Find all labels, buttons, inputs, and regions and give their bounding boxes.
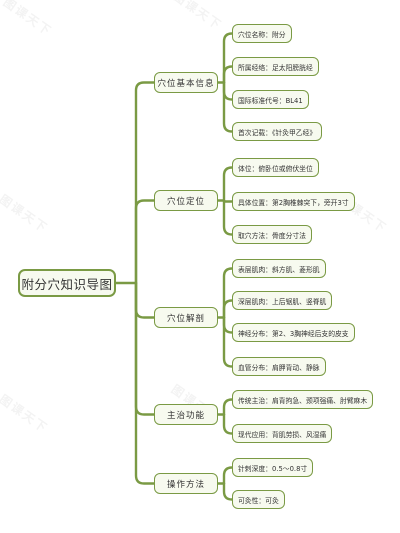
leaf-posture[interactable]: 体位：俯卧位或俯伏坐位 [232, 158, 319, 177]
leaf-connector [222, 413, 234, 435]
category-indications[interactable]: 主治功能 [154, 404, 218, 425]
category-basic-info[interactable]: 穴位基本信息 [154, 72, 218, 93]
branch-connector [134, 281, 156, 319]
root-node[interactable]: 附分穴知识导图 [18, 269, 116, 297]
branch-connector [134, 281, 156, 485]
leaf-connector [222, 398, 234, 416]
leaf-connector [222, 65, 234, 84]
leaf-connector [222, 267, 234, 319]
category-anatomy[interactable]: 穴位解剖 [154, 307, 218, 328]
leaf-meridian[interactable]: 所属经络：足太阳膀胱经 [232, 57, 319, 76]
leaf-acupoint-name[interactable]: 穴位名称：附分 [232, 24, 292, 43]
leaf-nerve-distribution[interactable]: 神经分布：第2、3胸神经后支的皮支 [232, 323, 355, 342]
category-location[interactable]: 穴位定位 [154, 190, 218, 211]
leaf-modern-applications[interactable]: 现代应用：背肌劳损、风湿痛 [232, 424, 333, 443]
leaf-moxibustion[interactable]: 可灸性：可灸 [232, 490, 285, 509]
leaf-connector [222, 466, 234, 485]
leaf-deep-muscles[interactable]: 深层肌肉：上后锯肌、竖脊肌 [232, 291, 333, 310]
leaf-locating-method[interactable]: 取穴方法：骨度分寸法 [232, 225, 312, 244]
leaf-connector [222, 299, 234, 319]
leaf-traditional-indications[interactable]: 传统主治：肩背拘急、颈项强痛、肘臂麻木 [232, 390, 374, 409]
leaf-connector [222, 316, 234, 368]
leaf-specific-position[interactable]: 具体位置：第2胸椎棘突下，旁开3寸 [232, 192, 355, 211]
leaf-vessel-distribution[interactable]: 血管分布：肩胛背动、静脉 [232, 357, 326, 376]
leaf-connector [222, 81, 234, 133]
leaf-connector [222, 166, 234, 202]
leaf-needling-depth[interactable]: 针刺深度：0.5～0.8寸 [232, 458, 314, 477]
branch-connector [134, 81, 156, 285]
leaf-first-record[interactable]: 首次记载：《针灸甲乙经》 [232, 122, 323, 141]
branch-connector [134, 281, 156, 416]
leaf-superficial-muscles[interactable]: 表层肌肉：斜方肌、菱形肌 [232, 259, 326, 278]
branch-connector [134, 199, 156, 285]
leaf-connector [222, 32, 234, 84]
leaf-connector [222, 482, 234, 501]
leaf-connector [222, 199, 234, 236]
leaf-standard-code[interactable]: 国际标准代号：BL41 [232, 90, 309, 109]
category-operation[interactable]: 操作方法 [154, 473, 218, 494]
